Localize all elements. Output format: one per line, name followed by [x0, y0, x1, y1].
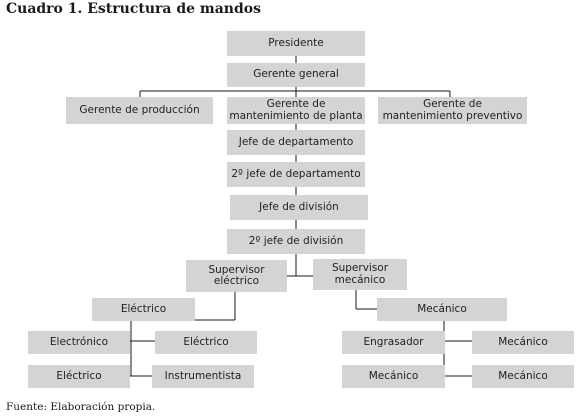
node-mecanico-4: Mecánico — [472, 365, 574, 388]
node-instrumentista: Instrumentista — [152, 365, 254, 388]
node-gerente-mantenimiento-planta: Gerente de mantenimiento de planta — [227, 97, 365, 124]
node-gerente-general: Gerente general — [227, 63, 365, 87]
node-segundo-jefe-division: 2º jefe de división — [227, 229, 365, 254]
node-mecanico-2: Mecánico — [472, 331, 574, 354]
node-engrasador: Engrasador — [342, 331, 445, 354]
node-mecanico-3: Mecánico — [342, 365, 445, 388]
node-presidente: Presidente — [227, 31, 365, 56]
node-electrico: Eléctrico — [92, 298, 195, 321]
node-segundo-jefe-departamento: 2º jefe de departamento — [227, 162, 365, 187]
node-jefe-division: Jefe de división — [230, 195, 368, 220]
node-jefe-departamento: Jefe de departamento — [227, 130, 365, 155]
chart-title: Cuadro 1. Estructura de mandos — [6, 1, 261, 17]
node-electronico: Electrónico — [28, 331, 130, 354]
node-mecanico: Mecánico — [377, 298, 507, 321]
node-electrico-3: Eléctrico — [28, 365, 130, 388]
source-note: Fuente: Elaboración propia. — [6, 401, 156, 413]
node-supervisor-mecanico: Supervisor mecánico — [313, 259, 407, 290]
node-electrico-2: Eléctrico — [155, 331, 257, 354]
node-supervisor-electrico: Supervisor eléctrico — [186, 260, 287, 292]
node-gerente-mantenimiento-preventivo: Gerente de mantenimiento preventivo — [378, 97, 527, 124]
node-gerente-produccion: Gerente de producción — [66, 97, 213, 124]
